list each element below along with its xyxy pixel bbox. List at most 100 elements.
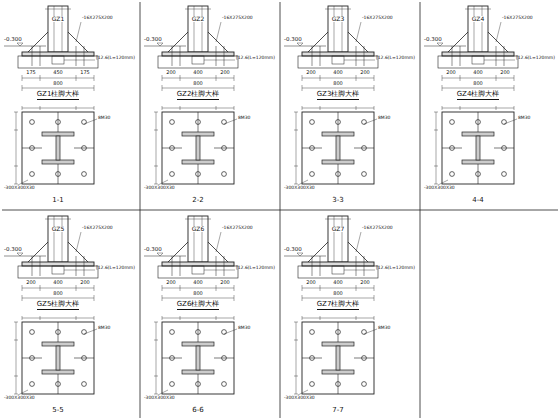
detail-stroke [442, 85, 443, 91]
detail-title: GZ4柱脚大样 [457, 91, 500, 100]
detail-stroke [62, 216, 63, 262]
column-mark: GZ1 [51, 16, 66, 22]
detail-stroke [162, 52, 234, 56]
detail-stroke [54, 6, 55, 52]
detail-stroke [30, 146, 35, 151]
detail-stroke [22, 52, 94, 56]
detail-stroke [336, 136, 340, 160]
detail-stroke [320, 106, 321, 110]
detail-stroke [298, 390, 308, 395]
detail-stroke [82, 146, 87, 151]
detail-stroke [308, 32, 368, 52]
detail-stroke [234, 85, 235, 91]
detail-stroke [162, 262, 234, 266]
detail-stroke [460, 46, 461, 66]
dimension-label: -16X275X200 [82, 226, 113, 231]
detail-stroke [214, 358, 234, 359]
detail-stroke [496, 75, 497, 81]
detail-title: GZ1柱脚大样 [37, 91, 80, 100]
detail-stroke [194, 216, 195, 262]
dimension-label: [12.6(L=120mm) [376, 56, 415, 61]
detail-stroke [356, 256, 357, 276]
detail-stroke [82, 120, 87, 125]
detail-stroke [334, 6, 335, 52]
dimension-label: 800 [53, 81, 63, 86]
detail-stroke [192, 56, 204, 64]
detail-stroke [52, 56, 64, 64]
detail-stroke [216, 316, 217, 320]
detail-stroke [14, 184, 18, 185]
detail-stroke [170, 356, 175, 361]
detail-stroke [82, 172, 87, 177]
detail-stroke [216, 75, 217, 81]
detail-stroke [354, 148, 374, 149]
dimension-label: [12.6(L=120mm) [96, 266, 135, 271]
detail-stroke [302, 316, 303, 320]
dimension-label: 175 [26, 70, 36, 75]
detail-stroke [356, 46, 357, 66]
detail-stroke [196, 330, 201, 335]
detail-stroke [182, 132, 214, 136]
detail-stroke [172, 256, 173, 276]
detail-stroke [302, 322, 374, 394]
detail-stroke [162, 285, 163, 291]
detail-stroke [172, 46, 173, 66]
dimension-label: -300X300X30 [144, 396, 175, 401]
dimension-label: 200 [360, 70, 370, 75]
detail-stroke [4, 256, 46, 257]
dimension-label: 800 [53, 291, 63, 296]
detail-stroke [302, 106, 303, 110]
detail-stroke [162, 318, 234, 319]
dimension-label: -300X300X30 [284, 396, 315, 401]
dimension-label: 8M30 [98, 326, 110, 331]
detail-stroke [496, 106, 497, 110]
dimension-label: 200 [166, 280, 176, 285]
detail-stroke [84, 329, 97, 334]
detail-stroke [354, 358, 374, 359]
detail-stroke [336, 346, 340, 370]
detail-stroke [202, 6, 203, 52]
detail-stroke [158, 56, 238, 68]
detail-stroke [312, 46, 313, 66]
detail-stroke [216, 285, 217, 291]
detail-stroke [284, 256, 326, 257]
detail-stroke [58, 112, 59, 132]
dimension-label: -0.300 [284, 37, 302, 43]
detail-stroke [320, 285, 321, 291]
section-mark: 4-4 [472, 197, 483, 204]
detail-stroke [22, 108, 94, 109]
detail-stroke [162, 358, 182, 359]
dimension-label: 400 [193, 70, 203, 75]
detail-stroke [180, 316, 181, 320]
detail-stroke [48, 216, 68, 262]
dimension-label: 400 [333, 280, 343, 285]
detail-stroke [434, 166, 438, 167]
column-mark: GZ6 [191, 226, 206, 232]
detail-stroke [302, 78, 374, 79]
detail-stroke [338, 322, 339, 342]
detail-stroke [180, 46, 181, 66]
detail-stroke [338, 112, 339, 132]
dimension-label: -16X275X200 [222, 16, 253, 21]
dimension-label: -16X275X200 [502, 16, 533, 21]
detail-stroke [302, 108, 374, 109]
section-mark: 7-7 [332, 407, 343, 414]
detail-stroke [40, 285, 41, 291]
dimension-label: 400 [333, 70, 343, 75]
detail-stroke [312, 256, 313, 276]
detail-stroke [302, 285, 303, 291]
section-mark: 6-6 [192, 407, 203, 414]
detail-stroke [162, 88, 234, 89]
detail-stroke [364, 119, 377, 124]
detail-stroke [157, 253, 163, 256]
dimension-label: 800 [473, 81, 483, 86]
detail-stroke [204, 270, 235, 271]
detail-stroke [294, 166, 298, 167]
detail-stroke [56, 346, 60, 370]
detail-stroke [284, 46, 326, 47]
detail-stroke [162, 108, 234, 109]
column-mark: GZ2 [191, 16, 206, 22]
detail-stroke [18, 56, 98, 68]
detail-stroke [196, 120, 201, 125]
dimension-label: [12.6(L=120mm) [516, 56, 555, 61]
